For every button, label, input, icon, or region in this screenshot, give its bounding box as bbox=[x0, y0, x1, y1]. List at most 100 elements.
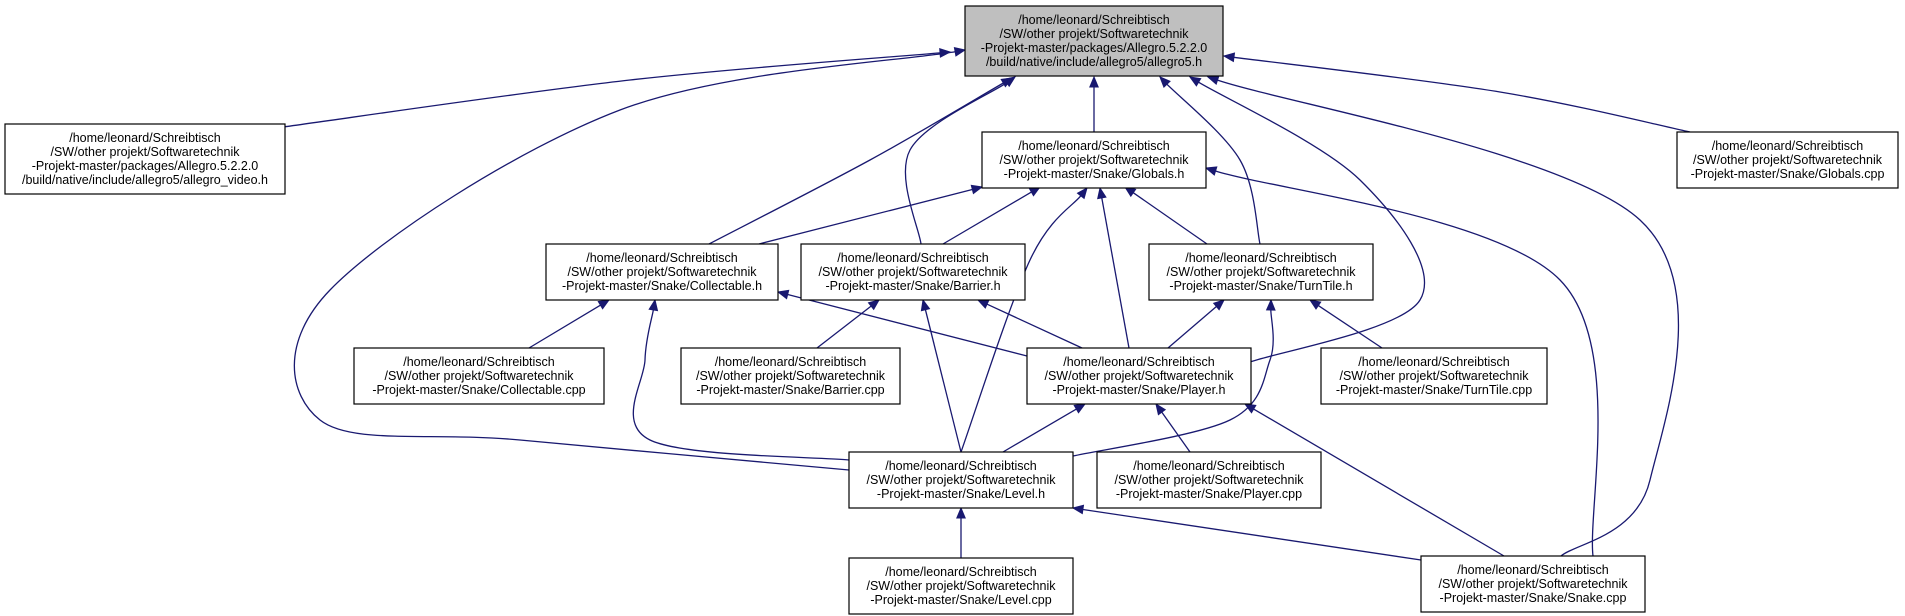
edge-line bbox=[1166, 83, 1261, 245]
edge-line bbox=[1233, 56, 1691, 133]
nodes-layer: /home/leonard/Schreibtisch/SW/other proj… bbox=[4, 5, 1899, 615]
edge-line bbox=[1317, 305, 1383, 349]
node-label-line: /home/leonard/Schreibtisch bbox=[1185, 251, 1337, 265]
arrowhead-icon bbox=[1155, 402, 1167, 416]
node-barrier-cpp[interactable]: /home/leonard/Schreibtisch/SW/other proj… bbox=[680, 347, 901, 405]
edge-snake_cpp-to-level_h bbox=[1071, 504, 1422, 561]
edge-barrier_h-to-globals_h bbox=[942, 186, 1042, 245]
node-collectable-h[interactable]: /home/leonard/Schreibtisch/SW/other proj… bbox=[545, 243, 779, 301]
node-box bbox=[545, 243, 779, 301]
node-label-line: /SW/other projekt/Softwaretechnik bbox=[1340, 369, 1530, 383]
arrowhead-icon bbox=[867, 299, 881, 311]
node-box bbox=[680, 347, 901, 405]
node-player-h[interactable]: /home/leonard/Schreibtisch/SW/other proj… bbox=[1026, 347, 1252, 405]
edge-collectable_h-to-allegro5_h bbox=[708, 77, 1014, 245]
node-label-line: -Projekt-master/Snake/Collectable.cpp bbox=[372, 383, 585, 397]
node-label-line: /SW/other projekt/Softwaretechnik bbox=[385, 369, 575, 383]
node-snake-cpp[interactable]: /home/leonard/Schreibtisch/SW/other proj… bbox=[1420, 555, 1646, 613]
node-box bbox=[1096, 451, 1322, 509]
edge-level_h-to-allegro5_h bbox=[293, 46, 967, 471]
edge-line bbox=[632, 309, 850, 461]
node-globals-cpp[interactable]: /home/leonard/Schreibtisch/SW/other proj… bbox=[1676, 131, 1899, 189]
node-barrier-h[interactable]: /home/leonard/Schreibtisch/SW/other proj… bbox=[800, 243, 1026, 301]
node-label-line: /home/leonard/Schreibtisch bbox=[1358, 355, 1510, 369]
node-level-cpp[interactable]: /home/leonard/Schreibtisch/SW/other proj… bbox=[848, 557, 1074, 615]
edge-line bbox=[1132, 192, 1208, 245]
edge-line bbox=[1161, 411, 1191, 453]
node-label-line: -Projekt-master/Snake/Player.cpp bbox=[1116, 487, 1302, 501]
edge-line bbox=[960, 195, 1082, 453]
node-label-line: /SW/other projekt/Softwaretechnik bbox=[568, 265, 758, 279]
node-allegro5-h[interactable]: /home/leonard/Schreibtisch/SW/other proj… bbox=[964, 5, 1224, 77]
node-label-line: -Projekt-master/packages/Allegro.5.2.2.0 bbox=[981, 41, 1208, 55]
node-label-line: /build/native/include/allegro5/allegro5.… bbox=[986, 55, 1202, 69]
node-box bbox=[800, 243, 1026, 301]
edge-player_h-to-globals_h bbox=[1097, 186, 1130, 349]
node-box bbox=[848, 557, 1074, 615]
node-level-h[interactable]: /home/leonard/Schreibtisch/SW/other proj… bbox=[848, 451, 1074, 509]
edge-barrier_h-to-allegro5_h bbox=[904, 76, 1017, 245]
arrowhead-icon bbox=[1204, 166, 1218, 176]
arrowhead-icon bbox=[953, 46, 967, 57]
node-globals-h[interactable]: /home/leonard/Schreibtisch/SW/other proj… bbox=[981, 131, 1207, 189]
node-label-line: /SW/other projekt/Softwaretechnik bbox=[867, 473, 1057, 487]
node-box bbox=[981, 131, 1207, 189]
edge-turntile_h-to-globals_h bbox=[1123, 186, 1208, 245]
node-label-line: /home/leonard/Schreibtisch bbox=[837, 251, 989, 265]
arrowhead-icon bbox=[1188, 76, 1202, 87]
arrowhead-icon bbox=[1073, 403, 1087, 414]
node-turntile-h[interactable]: /home/leonard/Schreibtisch/SW/other proj… bbox=[1148, 243, 1374, 301]
node-label-line: /SW/other projekt/Softwaretechnik bbox=[1115, 473, 1305, 487]
node-label-line: -Projekt-master/Snake/Player.h bbox=[1053, 383, 1226, 397]
edge-player_h-to-turntile_h bbox=[1167, 299, 1225, 349]
arrowhead-icon bbox=[1076, 186, 1088, 200]
edge-barrier_cpp-to-barrier_h bbox=[816, 299, 881, 349]
edge-line bbox=[1101, 197, 1130, 349]
arrowhead-icon bbox=[1159, 76, 1171, 88]
node-label-line: -Projekt-master/Snake/Level.cpp bbox=[870, 593, 1051, 607]
node-collectable-cpp[interactable]: /home/leonard/Schreibtisch/SW/other proj… bbox=[353, 347, 605, 405]
node-label-line: /SW/other projekt/Softwaretechnik bbox=[696, 369, 886, 383]
node-label-line: /home/leonard/Schreibtisch bbox=[69, 131, 221, 145]
arrowhead-icon bbox=[597, 299, 611, 310]
node-label-line: /SW/other projekt/Softwaretechnik bbox=[1000, 153, 1190, 167]
edges-layer bbox=[282, 46, 1691, 561]
node-box bbox=[1420, 555, 1646, 613]
edge-snake_cpp-to-globals_h bbox=[1204, 166, 1599, 557]
edge-level_h-to-globals_h bbox=[960, 186, 1088, 453]
node-label-line: /build/native/include/allegro5/allegro_v… bbox=[22, 173, 268, 187]
arrowhead-icon bbox=[920, 298, 931, 312]
arrowhead-icon bbox=[1097, 186, 1107, 200]
arrowhead-icon bbox=[1308, 299, 1322, 310]
edge-line bbox=[787, 293, 1028, 357]
edge-line bbox=[708, 82, 1004, 245]
arrowhead-icon bbox=[970, 184, 984, 195]
edge-player_h-to-barrier_h bbox=[976, 299, 1083, 349]
edge-line bbox=[293, 51, 956, 471]
node-label-line: -Projekt-master/Snake/Barrier.cpp bbox=[696, 383, 884, 397]
edge-level_h-to-player_h bbox=[1002, 403, 1087, 453]
edge-line bbox=[1215, 170, 1599, 557]
edge-line bbox=[816, 305, 872, 349]
edge-snake_cpp-to-player_h bbox=[1243, 403, 1505, 557]
node-label-line: /SW/other projekt/Softwaretechnik bbox=[51, 145, 241, 159]
node-box bbox=[1148, 243, 1374, 301]
node-turntile-cpp[interactable]: /home/leonard/Schreibtisch/SW/other proj… bbox=[1320, 347, 1548, 405]
node-label-line: -Projekt-master/Snake/Globals.cpp bbox=[1691, 167, 1885, 181]
node-label-line: /home/leonard/Schreibtisch bbox=[715, 355, 867, 369]
edge-player_cpp-to-player_h bbox=[1155, 402, 1191, 453]
arrowhead-icon bbox=[776, 289, 790, 300]
node-allegro-video-h[interactable]: /home/leonard/Schreibtisch/SW/other proj… bbox=[4, 123, 286, 195]
edge-line bbox=[924, 309, 962, 453]
node-box bbox=[1676, 131, 1899, 189]
node-box bbox=[353, 347, 605, 405]
edge-line bbox=[1082, 508, 1422, 561]
node-label-line: /home/leonard/Schreibtisch bbox=[885, 565, 1037, 579]
arrowhead-icon bbox=[1243, 403, 1257, 414]
edge-globals_cpp-to-allegro5_h bbox=[1222, 52, 1691, 133]
node-label-line: -Projekt-master/Snake/Level.h bbox=[877, 487, 1045, 501]
arrowhead-icon bbox=[648, 298, 659, 312]
node-label-line: /home/leonard/Schreibtisch bbox=[586, 251, 738, 265]
node-player-cpp[interactable]: /home/leonard/Schreibtisch/SW/other proj… bbox=[1096, 451, 1322, 509]
